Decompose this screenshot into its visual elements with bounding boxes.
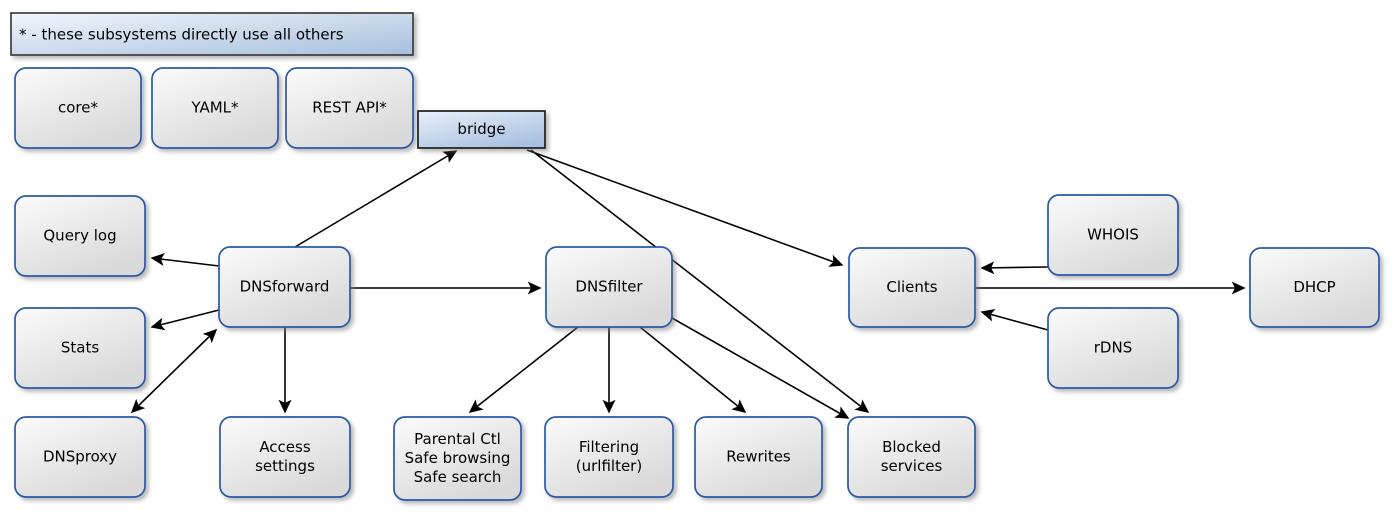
- node-yaml[interactable]: YAML*: [151, 67, 279, 149]
- node-filtering[interactable]: Filtering(urlfilter): [544, 416, 674, 498]
- edge-dnsforward-to-bridge: [294, 150, 458, 248]
- node-box-whois[interactable]: [1047, 194, 1179, 276]
- node-label-rdns: rDNS: [1094, 339, 1132, 357]
- node-label-dnsproxy: DNSproxy: [43, 448, 117, 466]
- node-clients[interactable]: Clients: [848, 247, 976, 328]
- edge-layer: [130, 149, 1246, 419]
- node-label-dhcp: DHCP: [1293, 278, 1335, 296]
- node-box-querylog[interactable]: [14, 195, 146, 277]
- edge-dnsfilter-to-rewrites: [639, 326, 747, 413]
- node-rewrites[interactable]: Rewrites: [694, 416, 823, 498]
- node-box-bridge[interactable]: [417, 110, 546, 149]
- node-label-filtering: (urlfilter): [576, 457, 642, 475]
- node-box-dnsproxy[interactable]: [14, 416, 146, 498]
- node-box-restapi[interactable]: [285, 67, 414, 149]
- node-label-restapi: REST API*: [312, 99, 387, 117]
- node-box-parental[interactable]: [393, 416, 522, 501]
- node-core[interactable]: core*: [14, 67, 142, 149]
- node-label-clients: Clients: [886, 278, 937, 296]
- node-dnsproxy[interactable]: DNSproxy: [14, 416, 146, 498]
- node-label-parental: Safe browsing: [405, 449, 511, 467]
- node-label-filtering: Filtering: [579, 438, 639, 456]
- node-label-access: settings: [255, 457, 315, 475]
- node-box-rdns[interactable]: [1047, 307, 1179, 389]
- edge-rdns-to-clients: [980, 308, 1049, 331]
- node-label-stats: Stats: [61, 339, 99, 357]
- node-label-blocked: services: [881, 457, 943, 475]
- node-rdns[interactable]: rDNS: [1047, 307, 1179, 389]
- node-bridge[interactable]: bridge: [417, 110, 546, 149]
- node-label-querylog: Query log: [43, 227, 116, 245]
- node-box-core[interactable]: [14, 67, 142, 149]
- node-dhcp[interactable]: DHCP: [1249, 247, 1380, 328]
- node-box-filtering[interactable]: [544, 416, 674, 498]
- edge-dnsforward-to-stats: [150, 309, 220, 331]
- legend-note-text: * - these subsystems directly use all ot…: [19, 26, 344, 44]
- node-box-clients[interactable]: [848, 247, 976, 328]
- edge-dnsforward-to-querylog: [150, 253, 220, 267]
- legend-note: * - these subsystems directly use all ot…: [10, 12, 414, 56]
- edge-dnsforward-dnsproxy: [130, 328, 218, 414]
- edge-dnsfilter-to-blocked: [671, 317, 850, 419]
- node-label-whois: WHOIS: [1087, 226, 1139, 244]
- node-box-rewrites[interactable]: [694, 416, 823, 498]
- node-box-access[interactable]: [219, 416, 351, 498]
- node-querylog[interactable]: Query log: [14, 195, 146, 277]
- node-box-stats[interactable]: [14, 307, 146, 389]
- node-label-bridge: bridge: [457, 120, 505, 138]
- node-label-dnsfilter: DNSfilter: [575, 278, 643, 296]
- node-whois[interactable]: WHOIS: [1047, 194, 1179, 276]
- node-label-dnsforward: DNSforward: [240, 278, 330, 296]
- node-box-dnsforward[interactable]: [218, 246, 351, 328]
- edge-bridge-to-blocked: [530, 149, 870, 413]
- edge-whois-to-clients: [980, 261, 1049, 275]
- node-box-dnsfilter[interactable]: [545, 246, 673, 328]
- legend-note-box: [10, 12, 414, 56]
- edge-dnsfilter-to-parental: [468, 326, 579, 413]
- node-label-parental: Safe search: [414, 468, 502, 486]
- node-label-parental: Parental Ctl: [414, 430, 501, 448]
- node-dnsfilter[interactable]: DNSfilter: [545, 246, 673, 328]
- node-box-yaml[interactable]: [151, 67, 279, 149]
- node-restapi[interactable]: REST API*: [285, 67, 414, 149]
- node-label-core: core*: [58, 99, 98, 117]
- node-label-blocked: Blocked: [882, 438, 941, 456]
- node-label-access: Access: [259, 438, 311, 456]
- edge-bridge-to-clients: [526, 149, 844, 267]
- node-label-rewrites: Rewrites: [726, 448, 791, 466]
- node-box-dhcp[interactable]: [1249, 247, 1380, 328]
- node-stats[interactable]: Stats: [14, 307, 146, 389]
- node-dnsforward[interactable]: DNSforward: [218, 246, 351, 328]
- node-box-blocked[interactable]: [847, 416, 976, 498]
- node-label-yaml: YAML*: [190, 99, 239, 117]
